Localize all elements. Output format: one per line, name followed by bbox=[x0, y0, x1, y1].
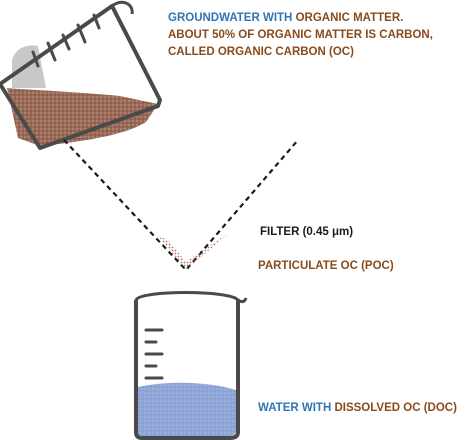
dissolved-oc-text: DISSOLVED OC (DOC) bbox=[334, 402, 457, 414]
groundwater-text: GROUNDWATER WITH bbox=[168, 12, 293, 24]
filter-funnel-icon bbox=[63, 139, 299, 272]
organic-carbon-text: CALLED ORGANIC CARBON (OC) bbox=[168, 46, 354, 58]
filter-label: FILTER (0.45 μm) bbox=[260, 226, 354, 238]
poc-label: PARTICULATE OC (POC) bbox=[258, 260, 394, 272]
beaker-icon bbox=[134, 291, 248, 440]
organic-matter-text: ORGANIC MATTER. bbox=[295, 12, 404, 24]
tilted-beaker-icon bbox=[0, 0, 162, 150]
doc-caption: WATER WITH DISSOLVED OC (DOC) bbox=[258, 400, 457, 417]
water-with-text: WATER WITH bbox=[258, 402, 332, 414]
groundwater-caption: GROUNDWATER WITH ORGANIC MATTER. ABOUT 5… bbox=[168, 10, 433, 61]
carbon-fraction-text: ABOUT 50% OF ORGANIC MATTER IS CARBON, bbox=[168, 29, 433, 41]
